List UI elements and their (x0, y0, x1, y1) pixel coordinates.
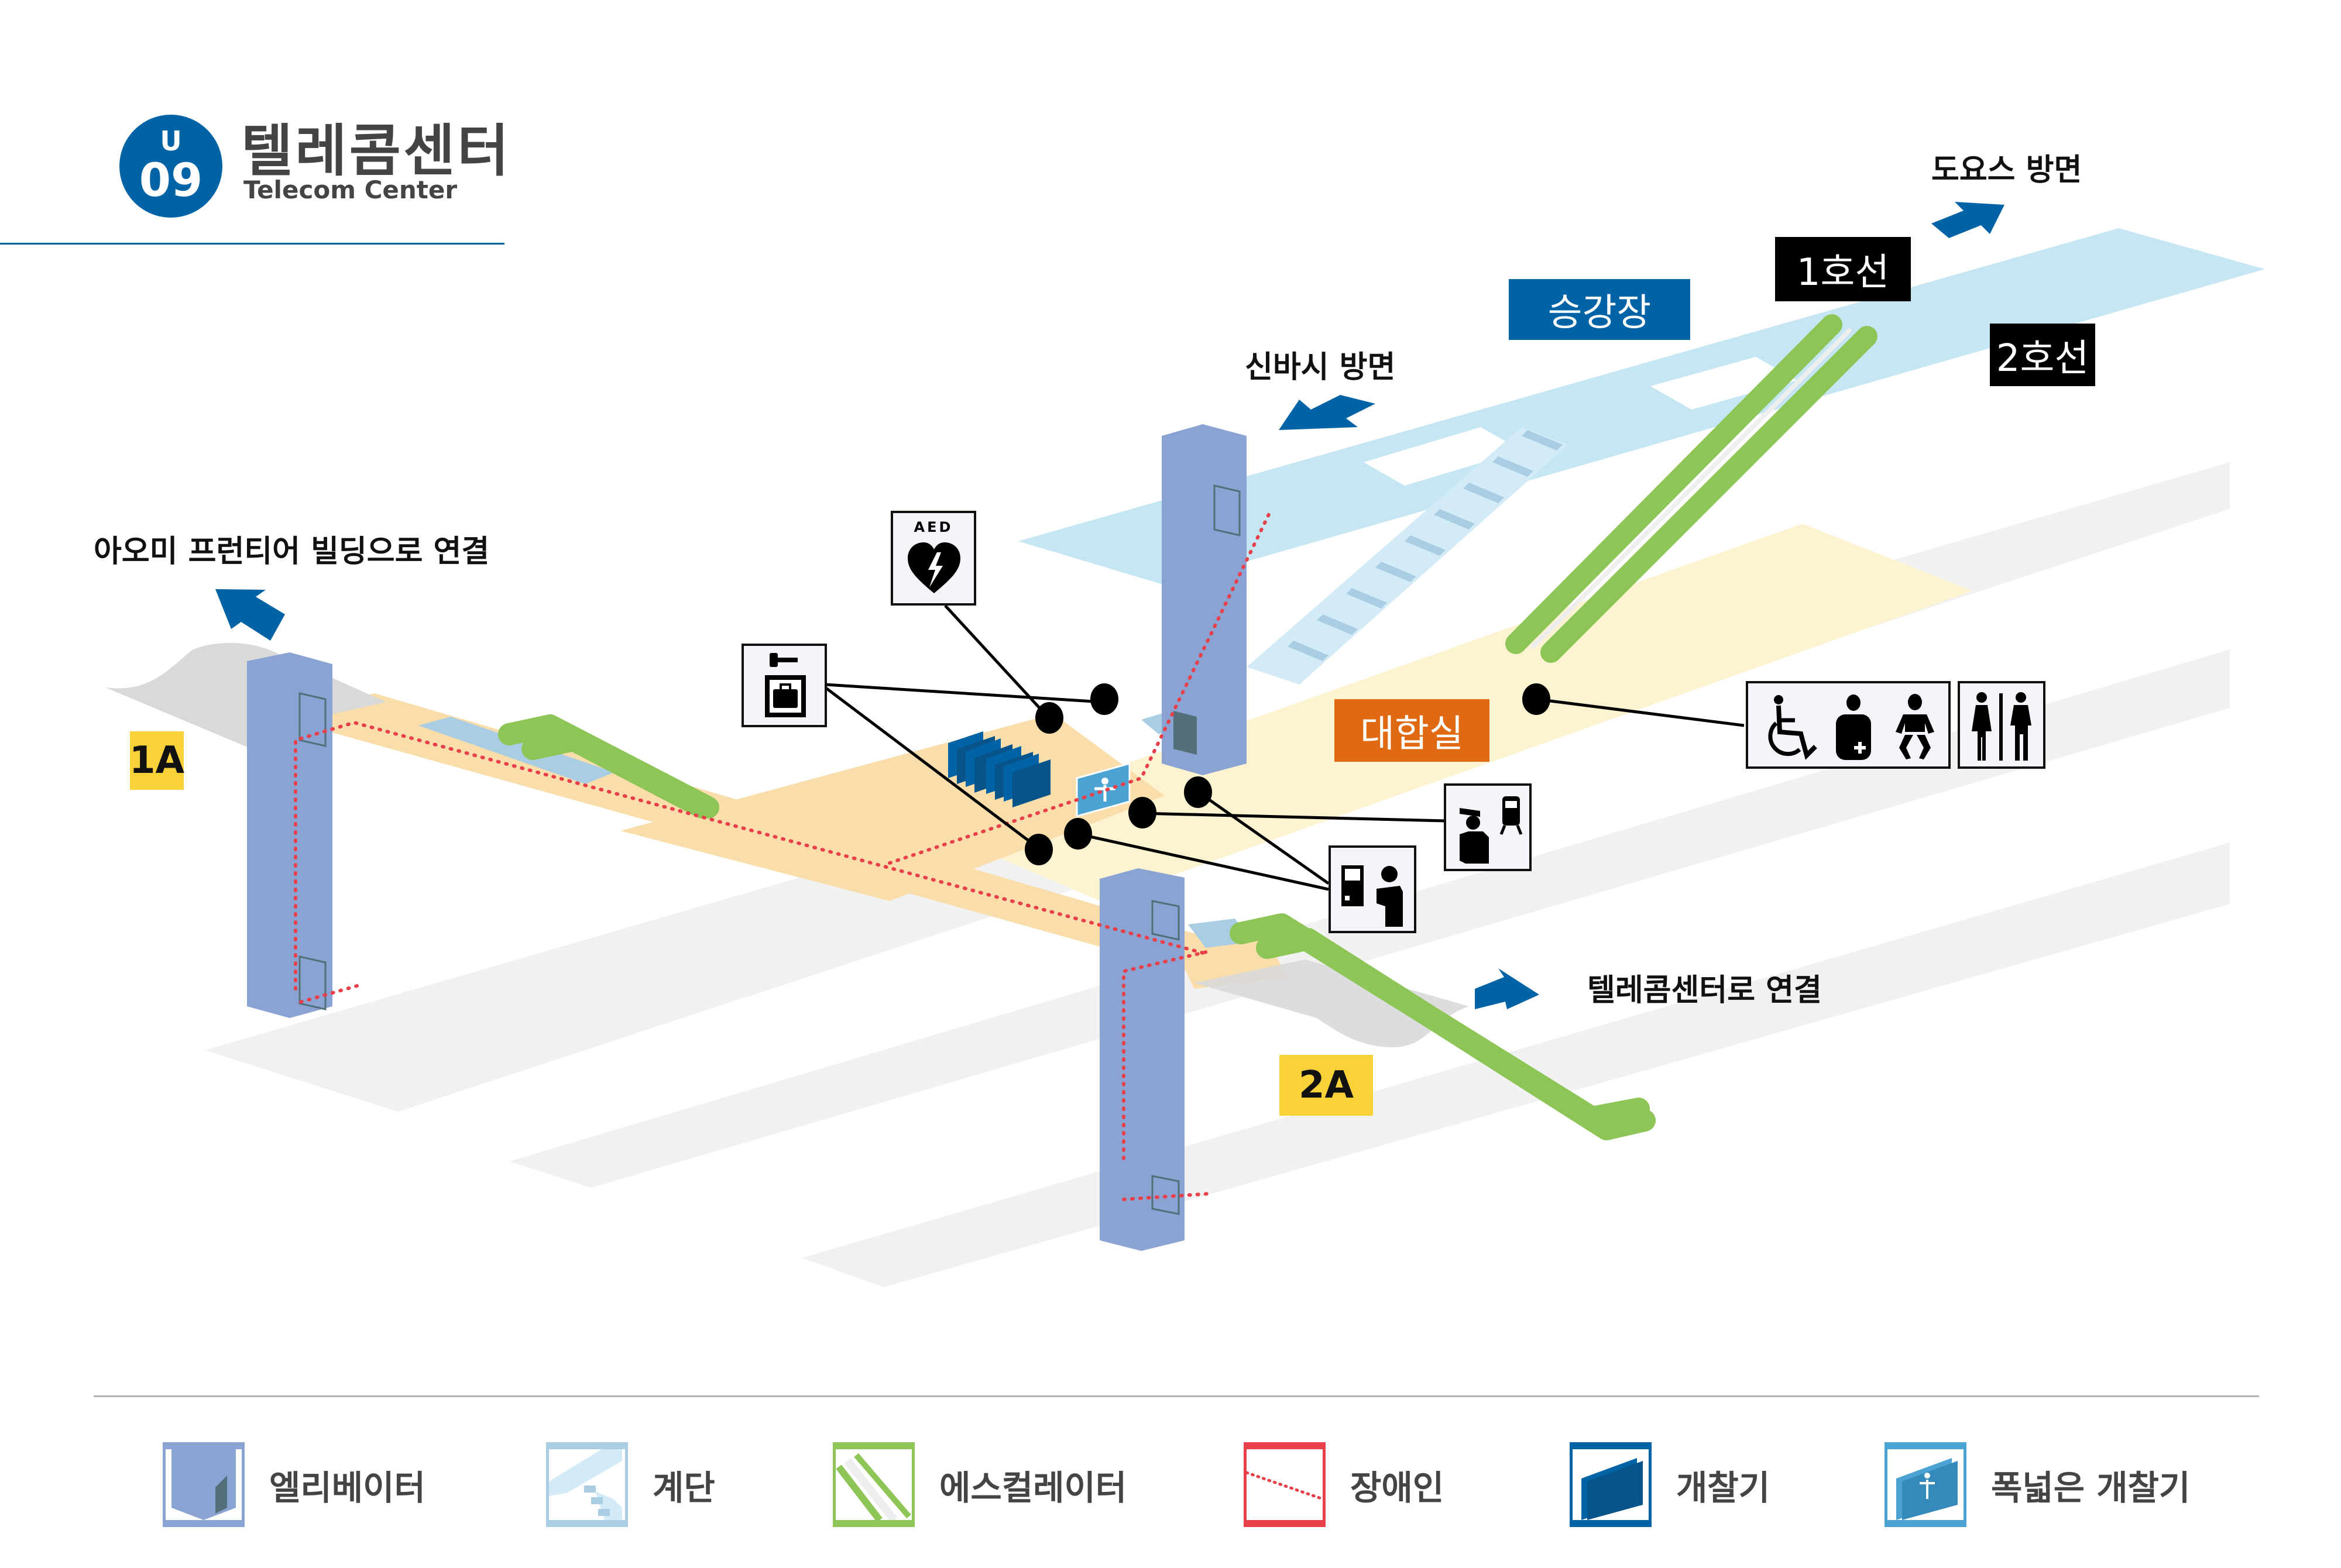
accessible-toilet-icon (1768, 695, 1817, 760)
baby-changing-icon (1896, 694, 1934, 759)
accessible-route (294, 510, 1272, 1201)
escalator-legend-icon (833, 1442, 915, 1527)
platform-label: 승강장 (1509, 279, 1690, 340)
legend-wide-ticket-gate: 폭넓은 개찰기 (1885, 1442, 2190, 1527)
aed-icon (908, 542, 960, 593)
station-name-ko: 텔레콤센터 (241, 118, 512, 184)
staff-marker (1128, 797, 1156, 828)
legend-label: 계단 (653, 1467, 715, 1508)
station-number-badge: U 09 (119, 115, 222, 218)
stairs-1a (418, 717, 615, 784)
track-1-label: 1호선 (1775, 237, 1911, 301)
line-letter: U (160, 125, 182, 157)
arrow-shinbashi-icon (1279, 395, 1375, 430)
stairs-legend-icon (546, 1442, 628, 1527)
platform-track-1-2 (1018, 228, 2265, 585)
ostomate-icon (1836, 694, 1871, 760)
exit-2a-canopy (1194, 960, 1469, 1047)
ticket-gates (948, 731, 1131, 817)
legend-escalator: 에스컬레이터 (833, 1442, 1127, 1527)
arrow-telecom-icon (1475, 968, 1539, 1009)
legend-stairs: 계단 (546, 1442, 715, 1527)
track-2-label: 2호선 (1990, 324, 2095, 386)
toilet-marker (1522, 683, 1550, 715)
legend-label: 장애인 (1350, 1467, 1444, 1508)
aed-text: AED (914, 519, 953, 535)
coin-locker-sign (742, 644, 827, 727)
staff-marker (1184, 776, 1212, 808)
ticket-machine-marker (1064, 818, 1092, 850)
legend-label: 엘리베이터 (269, 1467, 425, 1508)
platform-level (1018, 228, 2265, 585)
header-divider (0, 243, 504, 245)
restroom-icon (1972, 692, 2031, 761)
ticket-gate-legend-icon (1570, 1442, 1652, 1527)
legend-elevator: 엘리베이터 (163, 1442, 425, 1527)
legend-accessible-route: 장애인 (1244, 1442, 1444, 1527)
legend-label: 폭넓은 개찰기 (1991, 1467, 2191, 1508)
station-name-en: Telecom Center (243, 176, 458, 204)
stairs-platform (1247, 427, 1568, 685)
coin-locker-icon (765, 653, 806, 717)
arrows (215, 202, 2004, 1009)
arrow-aomi-icon (215, 589, 285, 641)
accessible-facilities-sign (1746, 681, 1951, 769)
locker-marker (1090, 683, 1118, 715)
direction-toyosu: 도요스 방면 (1931, 153, 2082, 188)
legend-ticket-gate: 개찰기 (1570, 1442, 1770, 1527)
leader-lines (824, 604, 1745, 891)
direction-shinbashi: 신바시 방면 (1245, 350, 1396, 385)
wide-ticket-gate (1076, 762, 1131, 817)
accessible-route-legend-icon (1244, 1442, 1326, 1527)
ticket-machine-icon (1341, 865, 1403, 927)
direction-telecom: 텔레콤센터로 연결 (1587, 973, 1822, 1008)
platform-hole (1364, 427, 1522, 486)
elevator-center (1162, 424, 1247, 775)
elevator-2a (1100, 868, 1185, 1251)
ticket-gate (1004, 754, 1051, 807)
escalator-1a (498, 714, 719, 819)
station-number: 09 (139, 154, 203, 207)
legend-divider (94, 1395, 2259, 1397)
escalator-platform (1505, 314, 1877, 663)
concourse-label: 대합실 (1334, 699, 1489, 762)
legend-label: 개찰기 (1676, 1467, 1770, 1508)
exit-1a-canopy (105, 642, 386, 749)
direction-aomi: 아오미 프런티어 빌딩으로 연결 (94, 534, 490, 569)
elevator-1a (247, 652, 332, 1018)
aed-sign: AED (891, 511, 976, 606)
station-staff-icon (1460, 796, 1523, 864)
aed-marker (1035, 702, 1063, 734)
restroom-sign (1958, 681, 2045, 769)
elevator-legend-icon (163, 1442, 245, 1527)
legend-label: 에스컬레이터 (939, 1467, 1127, 1508)
ticket-machine-sign (1329, 845, 1416, 933)
exit-1a-label: 1A (129, 731, 184, 790)
exit-2a-label: 2A (1279, 1055, 1373, 1116)
station-staff-sign (1444, 783, 1532, 871)
escalator-2a (1230, 913, 1656, 1140)
locker-marker (1025, 834, 1053, 865)
facility-markers (1025, 683, 1550, 865)
platform-hole (1650, 357, 1797, 410)
wide-ticket-gate-legend-icon (1885, 1442, 1966, 1527)
arrow-toyosu-icon (1931, 202, 2004, 238)
